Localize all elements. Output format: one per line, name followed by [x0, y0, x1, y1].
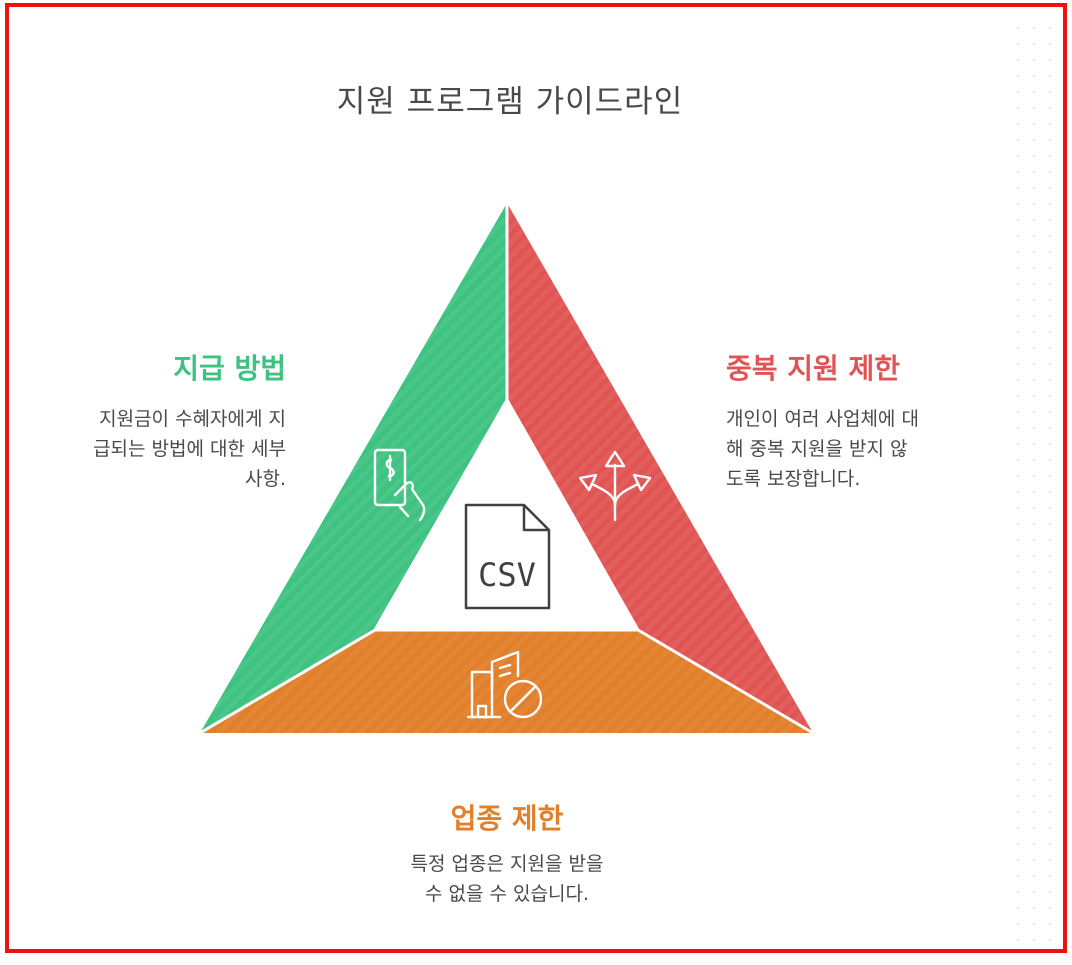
payment-line: 지원금이 수혜자에게 지 [99, 408, 286, 430]
svg-text:CSV: CSV [478, 556, 536, 594]
industry-segment [200, 630, 813, 733]
duplicate-description: 개인이 여러 사업체에 대 해 중복 지원을 받지 않 도록 보장합니다. [726, 404, 919, 494]
payment-segment [200, 203, 507, 733]
duplicate-line: 해 중복 지원을 받지 않 [726, 438, 908, 460]
industry-description: 특정 업종은 지원을 받을 수 없을 수 있습니다. [357, 849, 657, 909]
payment-line: 급되는 방법에 대한 세부 [93, 438, 286, 460]
industry-heading: 업종 제한 [450, 802, 564, 835]
csv-file-icon: CSV [464, 503, 551, 610]
duplicate-line: 개인이 여러 사업체에 대 [726, 408, 919, 430]
industry-line: 수 없을 수 있습니다. [425, 883, 589, 905]
split-arrows-icon [578, 450, 652, 522]
payment-description: 지원금이 수혜자에게 지 급되는 방법에 대한 세부 사항. [93, 404, 286, 494]
cash-hand-icon [373, 448, 426, 522]
payment-line: 사항. [245, 468, 286, 490]
dot-pattern [1010, 20, 1058, 950]
diagram-title: 지원 프로그램 가이드라인 [336, 84, 684, 120]
outer-frame [5, 3, 1067, 953]
duplicate-segment [507, 203, 813, 733]
building-prohibited-icon [466, 650, 543, 719]
payment-heading: 지급 방법 [173, 352, 286, 385]
duplicate-heading: 중복 지원 제한 [726, 352, 901, 385]
duplicate-line: 도록 보장합니다. [726, 468, 861, 490]
industry-line: 특정 업종은 지원을 받을 [410, 853, 604, 875]
